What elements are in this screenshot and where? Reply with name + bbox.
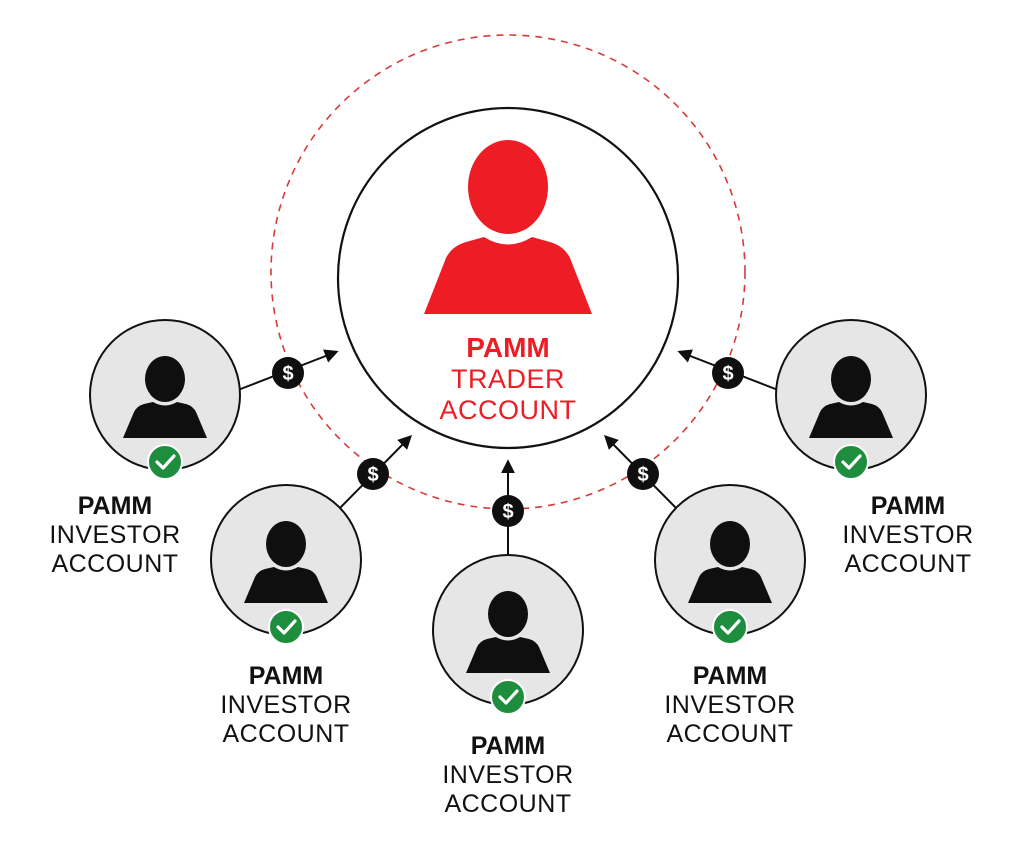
trader-person-icon: [424, 140, 592, 314]
investor-4-line2: INVESTOR: [664, 691, 796, 719]
dollar-badge-2: $: [357, 458, 389, 490]
investor-1-line2: INVESTOR: [49, 521, 181, 549]
dollar-icon: $: [502, 501, 513, 523]
investor-node-3: [432, 554, 584, 715]
dollar-badge-circle: [627, 458, 659, 490]
dollar-badge-1: $: [272, 357, 304, 389]
dollar-icon: $: [282, 363, 293, 385]
investor-1-line3: ACCOUNT: [51, 550, 179, 578]
investor-5-line1: PAMM: [870, 492, 946, 520]
investor-3-line1: PAMM: [470, 732, 546, 760]
investor-label-3: PAMM INVESTOR ACCOUNT: [408, 732, 608, 819]
dashed-ring: [270, 34, 746, 510]
dollar-badge-3: $: [492, 495, 524, 527]
investor-label-1: PAMM INVESTOR ACCOUNT: [15, 492, 215, 579]
trader-label-line2: TRADER: [450, 364, 565, 394]
check-icon: [833, 444, 869, 480]
person-icon: [809, 356, 893, 438]
investor-4-line3: ACCOUNT: [666, 720, 794, 748]
investor-3-line2: INVESTOR: [442, 761, 574, 789]
investor-2-line2: INVESTOR: [220, 691, 352, 719]
investor-label-4: PAMM INVESTOR ACCOUNT: [630, 662, 830, 749]
investor-label-2: PAMM INVESTOR ACCOUNT: [186, 662, 386, 749]
investor-node-5: [775, 319, 927, 480]
investor-5-line2: INVESTOR: [842, 521, 974, 549]
investor-node-2: [210, 484, 362, 645]
dollar-badge-circle: [492, 495, 524, 527]
dollar-badge-circle: [712, 357, 744, 389]
check-icon: [490, 679, 526, 715]
investor-2-line1: PAMM: [248, 662, 324, 690]
dollar-badge-circle: [272, 357, 304, 389]
person-icon: [466, 591, 550, 673]
investor-5-line3: ACCOUNT: [844, 550, 972, 578]
dollar-badge-4: $: [627, 458, 659, 490]
check-icon: [268, 609, 304, 645]
trader-label: PAMM TRADER ACCOUNT: [398, 332, 618, 426]
person-icon: [688, 521, 772, 603]
investor-node-1: [89, 319, 241, 480]
investor-1-line1: PAMM: [77, 492, 153, 520]
check-icon: [712, 609, 748, 645]
dollar-icon: $: [367, 464, 378, 486]
person-icon: [244, 521, 328, 603]
trader-label-line3: ACCOUNT: [439, 395, 577, 425]
investor-4-line1: PAMM: [692, 662, 768, 690]
investor-node-4: [654, 484, 806, 645]
dollar-badge-circle: [357, 458, 389, 490]
dollar-icon: $: [722, 363, 733, 385]
dollar-badge-5: $: [712, 357, 744, 389]
investor-label-5: PAMM INVESTOR ACCOUNT: [808, 492, 1008, 579]
check-icon: [147, 444, 183, 480]
dollar-icon: $: [637, 464, 648, 486]
person-icon: [123, 356, 207, 438]
trader-label-line1: PAMM: [466, 332, 550, 363]
investor-2-line3: ACCOUNT: [222, 720, 350, 748]
investor-3-line3: ACCOUNT: [444, 790, 572, 818]
